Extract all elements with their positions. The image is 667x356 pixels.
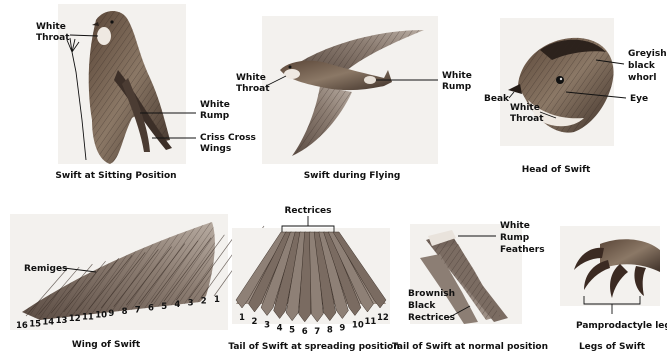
tail-spread-feather-number: 7 [314,327,320,337]
sitting-white-rump-label-line2: Rump [200,111,230,121]
head-whorl-label-line1: Greyish [628,49,667,59]
wing-feather-number: 12 [69,314,81,324]
wing-caption: Wing of Swift [72,340,141,350]
flying-white-throat-label-line2: Throat [236,84,270,94]
wing-feather-number: 8 [122,307,128,317]
tail-normal-white-rump-label-line3: Feathers [500,245,545,255]
sitting-eye [110,20,113,23]
wing-feather-number: 5 [161,302,167,312]
tail-normal-white-rump-label-line1: White [500,221,530,231]
flying-white-throat [284,69,300,79]
flying-white-throat-label-line1: White [236,73,266,83]
wing-feather-number: 2 [201,297,207,307]
tail-normal-white-rump-label-line2: Rump [500,233,530,243]
head-eye-highlight [560,78,562,80]
head-whorl-label-line2: black [628,61,656,71]
sitting-white-rump-label-line1: White [200,100,230,110]
tail-spread-feather-number: 2 [252,317,258,327]
head-swift-panel: Greyish black whorl Beak Eye White Throa… [484,18,667,175]
legs-swift-panel: Pamprodactyle legs Legs of Swift [560,226,667,352]
legs-caption: Legs of Swift [579,342,646,352]
head-eye-label: Eye [630,94,648,104]
tail-normal-brownish-label-line1: Brownish [408,289,455,299]
sitting-white-throat [97,27,111,45]
tail-normal-caption: Tail of Swift at normal position [392,342,548,352]
wing-feather-number: 13 [56,316,68,326]
tail-normal-panel: White Rump Feathers Brownish Black Rectr… [392,221,548,352]
wing-feather-number: 15 [29,319,41,329]
tail-spread-feather-number: 4 [277,324,283,334]
wing-feather-number: 3 [188,298,194,308]
tail-spread-feather-number: 12 [377,313,389,323]
wing-feather-number: 9 [108,309,114,319]
head-white-throat-label-line2: Throat [510,114,544,124]
wing-remiges-label: Remiges [24,264,67,274]
flying-white-rump-label-line1: White [442,71,472,81]
flying-eye [289,66,292,69]
tail-spread-caption: Tail of Swift at spreading position [228,342,399,352]
sitting-swift-panel: White Throat White Rump Criss Cross Wing… [36,4,256,181]
sitting-caption: Swift at Sitting Position [55,171,176,181]
wing-feather-number: 11 [82,312,94,322]
tail-spread-rectrices-label: Rectrices [285,206,332,216]
tail-spread-feather-number: 10 [352,321,364,331]
wing-feather-number: 14 [42,318,54,328]
head-beak-label: Beak [484,94,510,104]
sitting-white-throat-label-line2: Throat [36,33,70,43]
head-whorl-label-line3: whorl [628,73,656,83]
wing-feather-number: 7 [135,305,141,315]
flying-white-rump-label-line2: Rump [442,82,472,92]
flying-caption: Swift during Flying [304,171,401,181]
head-white-throat-label-line1: White [510,103,540,113]
wing-feather-number: 6 [148,304,154,314]
tail-spread-feather-number: 6 [302,327,308,337]
flying-white-rump [364,76,376,84]
tail-spread-feather-number: 8 [327,326,333,336]
sitting-white-throat-label-line1: White [36,22,66,32]
flying-swift-panel: White Throat White Rump Swift during Fly… [236,16,472,181]
tail-spread-feather-number: 5 [289,326,295,336]
tail-spread-feather-number: 11 [364,317,376,327]
sitting-criss-cross-label-line1: Criss Cross [200,133,256,143]
tail-spread-feather-number: 1 [239,313,245,323]
wing-feather-number: 4 [174,300,180,310]
wing-feather-number: 16 [16,321,28,331]
head-caption: Head of Swift [522,165,591,175]
wing-feather-number: 1 [214,295,220,305]
legs-pamprodactyle-label: Pamprodactyle legs [576,321,667,331]
tail-spread-feather-number: 9 [339,324,345,334]
wing-feather-number: 10 [95,311,107,321]
tail-normal-brownish-label-line2: Black [408,301,436,311]
sitting-criss-cross-label-line2: Wings [200,144,231,154]
tail-normal-brownish-label-line3: Rectrices [408,313,455,323]
head-eye [556,76,564,84]
tail-spread-feather-number: 3 [264,321,270,331]
